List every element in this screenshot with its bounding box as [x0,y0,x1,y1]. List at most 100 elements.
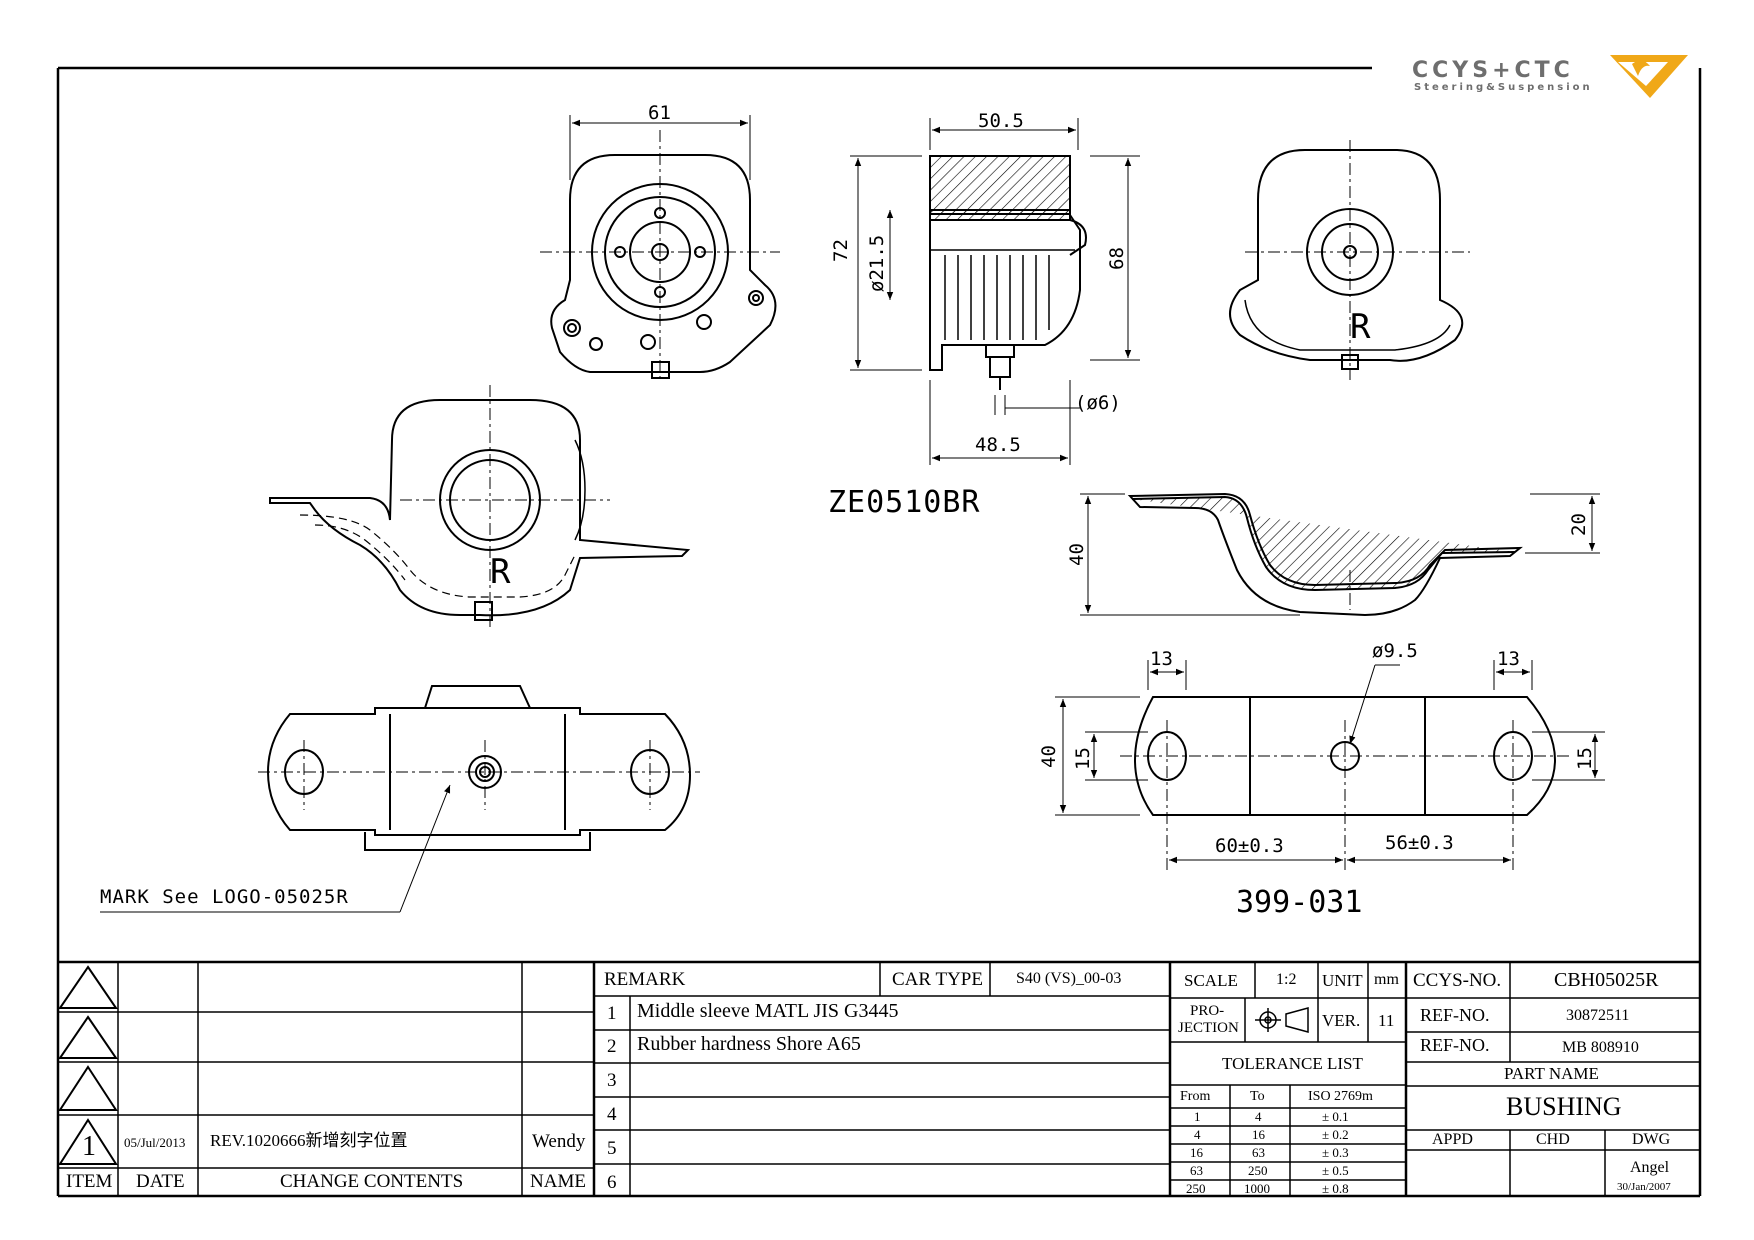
section-view [929,155,1087,390]
remark-text-2: Rubber hardness Shore A65 [637,1033,861,1055]
remark-no-6: 6 [607,1172,617,1193]
part-code: 399-031 [1236,885,1363,920]
dim-label-20: 20 [1568,513,1590,536]
tol-from-3: 16 [1190,1145,1203,1160]
remark-text-1: Middle sleeve MATL JIS G3445 [637,1000,899,1022]
tol-from-5: 250 [1186,1181,1206,1196]
tol-header-std: ISO 2769m [1308,1089,1373,1104]
unit-label: UNIT [1322,971,1363,990]
tol-to-2: 16 [1252,1127,1265,1142]
rev-row1-contents: REV.1020666新增刻字位置 [210,1131,408,1150]
tol-to-3: 63 [1252,1145,1265,1160]
tol-from-4: 63 [1190,1163,1203,1178]
unit-value: mm [1374,971,1399,988]
dim-label-d9-5: ø9.5 [1372,640,1418,662]
tol-value-3: ± 0.3 [1322,1145,1349,1160]
car-type-label: CAR TYPE [892,969,983,990]
dim-label-48-5: 48.5 [975,434,1021,456]
remark-title: REMARK [604,969,686,990]
rev-row1-item: 1 [82,1131,96,1162]
rev-header-date: DATE [136,1171,185,1192]
part-name-value: BUSHING [1506,1092,1622,1121]
dim-label-d21-5: ø21.5 [866,234,888,292]
dwg-value: Angel [1630,1159,1670,1176]
sheet-border [56,66,1702,1198]
dim-label-72: 72 [830,239,852,262]
projection-label-2: JECTION [1178,1020,1239,1036]
part-name-label: PART NAME [1504,1064,1599,1083]
dim-label-61: 61 [648,102,671,124]
ccys-no-label: CCYS-NO. [1413,970,1502,991]
title-block-grid [58,960,1700,1196]
rev-header-item: ITEM [66,1171,113,1192]
tol-from-2: 4 [1194,1127,1201,1142]
dwg-date: 30/Jan/2007 [1617,1181,1671,1193]
rev-row1-date: 05/Jul/2013 [124,1135,186,1150]
bracket-r-mark: R [490,552,511,592]
ccys-no-value: CBH05025R [1554,969,1659,991]
tol-to-4: 250 [1248,1163,1268,1178]
dim-label-13-right: 13 [1497,648,1520,670]
remark-no-1: 1 [607,1003,617,1024]
front-view-left [540,130,780,380]
dim-label-15-right: 15 [1574,747,1596,770]
rev-header-contents: CHANGE CONTENTS [280,1171,464,1192]
bracket-view [269,385,691,630]
remark-no-4: 4 [607,1104,617,1125]
logo-icon [1610,55,1688,98]
ver-value: 11 [1378,1011,1395,1030]
brand-tagline: Steering&Suspension [1414,82,1593,93]
plan-view-left [258,685,700,851]
front-view-right [1229,140,1470,380]
model-number: ZE0510BR [828,485,981,520]
tol-header-from: From [1180,1089,1211,1104]
ref-no-value-2: MB 808910 [1562,1039,1639,1056]
ref-no-label-1: REF-NO. [1420,1005,1490,1025]
mark-leader [100,784,451,913]
rev-header-name: NAME [530,1171,586,1192]
tol-to-5: 1000 [1244,1181,1270,1196]
appd-label: APPD [1432,1131,1473,1148]
tol-value-4: ± 0.5 [1322,1163,1349,1178]
dim-61 [569,115,751,180]
ref-no-label-2: REF-NO. [1420,1035,1490,1055]
mark-note: MARK See LOGO-05025R [100,886,349,908]
dim-label-d6: (ø6) [1075,392,1121,414]
brand-logo: CCYS+CTC [1412,58,1574,83]
ver-label: VER. [1322,1011,1361,1030]
chd-label: CHD [1536,1131,1570,1148]
car-type-value: S40 (VS)_00-03 [1016,970,1122,987]
tolerance-title: TOLERANCE LIST [1222,1054,1363,1073]
rev-row1-name: Wendy [532,1131,586,1152]
tol-value-1: ± 0.1 [1322,1109,1349,1124]
dim-label-15-left: 15 [1072,747,1094,770]
scale-value: 1:2 [1276,971,1297,988]
tol-value-5: ± 0.8 [1322,1181,1349,1196]
scale-label: SCALE [1184,971,1238,990]
remark-no-3: 3 [607,1070,617,1091]
revision-triangles [58,965,118,1165]
dim-label-68: 68 [1106,247,1128,270]
right-view-r-mark: R [1350,307,1371,347]
dim-label-50-5: 50.5 [978,110,1024,132]
side-section-dims [1080,493,1600,616]
remark-no-2: 2 [607,1036,617,1057]
remark-no-5: 5 [607,1138,617,1159]
dwg-label: DWG [1632,1131,1671,1148]
plan-view-right-dims [1055,660,1605,864]
side-section [1127,492,1523,617]
tol-value-2: ± 0.2 [1322,1127,1349,1142]
projection-symbol-icon [1255,1007,1309,1033]
ref-no-value-1: 30872511 [1566,1007,1630,1024]
tol-from-1: 1 [1194,1109,1201,1124]
dim-label-40-side: 40 [1066,543,1088,566]
plan-view-right [1120,696,1570,870]
dim-label-60: 60±0.3 [1215,835,1284,857]
dim-label-40-plan: 40 [1038,745,1060,768]
projection-label-1: PRO- [1190,1003,1225,1019]
dim-label-13-left: 13 [1150,648,1173,670]
tol-to-1: 4 [1255,1109,1262,1124]
tol-header-to: To [1250,1089,1265,1104]
dim-label-56: 56±0.3 [1385,832,1454,854]
